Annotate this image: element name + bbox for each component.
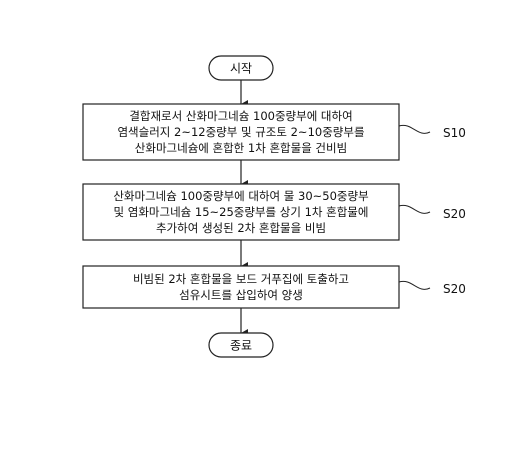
- process-box-step3: 비빔된 2차 혼합물을 보드 거푸집에 토출하고 섬유시트를 삽입하여 양생: [82, 265, 400, 309]
- step3-line2: 섬유시트를 삽입하여 양생: [179, 288, 303, 302]
- step1-leader-line: [398, 124, 431, 134]
- end-label: 종료: [230, 339, 252, 353]
- step2-line2: 및 염화마그네슘 15~25중량부를 상기 1차 혼합물에: [114, 205, 369, 219]
- step1-line3: 산화마그네슘에 혼합한 1차 혼합물을 건비빔: [135, 141, 347, 155]
- start-terminator: 시작: [208, 55, 274, 81]
- process-box-step2: 산화마그네슘 100중량부에 대하여 물 30~50중량부 및 염화마그네슘 1…: [82, 183, 400, 241]
- process-box-step1: 결합재로서 산화마그네슘 100중량부에 대하여 염색슬러지 2~12중량부 및…: [82, 103, 400, 161]
- step1-label: S10: [443, 126, 466, 140]
- step2-label: S20: [443, 207, 466, 221]
- step2-leader-line: [398, 204, 431, 214]
- step1-line2: 염색슬러지 2~12중량부 및 규조토 2~10중량부를: [117, 125, 364, 139]
- step3-label: S20: [443, 282, 466, 296]
- step1-line1: 결합재로서 산화마그네슘 100중량부에 대하여: [129, 109, 352, 123]
- step3-line1: 비빔된 2차 혼합물을 보드 거푸집에 토출하고: [133, 272, 349, 286]
- step2-line3: 추가하여 생성된 2차 혼합물을 비빔: [156, 221, 326, 235]
- end-terminator: 종료: [208, 332, 274, 358]
- step2-line1: 산화마그네슘 100중량부에 대하여 물 30~50중량부: [113, 189, 368, 203]
- step3-leader-line: [398, 280, 431, 290]
- start-label: 시작: [230, 62, 252, 76]
